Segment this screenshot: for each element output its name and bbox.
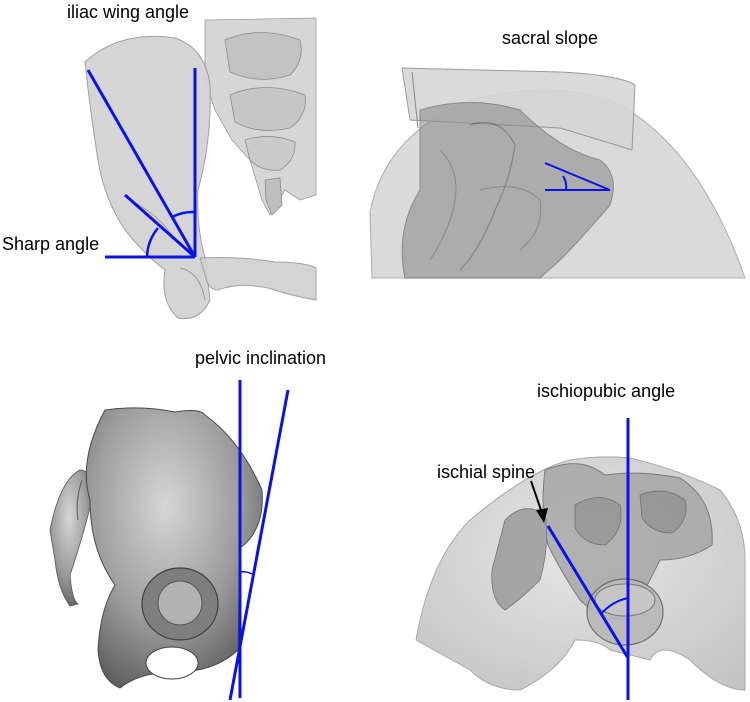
ischial-spine-label: ischial spine [437, 462, 535, 482]
sacral-slope-lines [544, 162, 611, 191]
sharp-angle-label: Sharp angle [2, 234, 99, 254]
iliac-panel-ilium [84, 35, 211, 320]
pelvic-panel-sacrum [49, 469, 93, 607]
sacral-panel-sacrum [401, 102, 614, 279]
panel-iliac-wing: iliac wing angle Sharp angle [2, 2, 317, 320]
pelvic-inclination-lines [228, 380, 290, 701]
sacral-panel-vertebra [401, 67, 636, 151]
iliac-wing-angle-title: iliac wing angle [67, 2, 189, 22]
ischiopubic-angle-title: ischiopubic angle [537, 381, 675, 401]
iliac-panel-sacrum [204, 17, 317, 216]
ischiopubic-lines [546, 418, 630, 700]
iliac-panel-pubis [199, 257, 317, 301]
pelvic-inclination-title: pelvic inclination [195, 348, 326, 368]
panel-pelvic-inclination: pelvic inclination [49, 348, 326, 701]
sacral-slope-title: sacral slope [502, 28, 598, 48]
iliac-angle-lines [86, 68, 197, 259]
pelvic-panel-hip-bone [85, 407, 263, 689]
pelvic-panel-obturator [145, 646, 199, 680]
ischial-spine-arrow [530, 480, 548, 523]
panel-ischiopubic-angle: ischiopubic angle ischial spine [415, 381, 746, 700]
panel-sacral-slope: sacral slope [369, 28, 746, 279]
